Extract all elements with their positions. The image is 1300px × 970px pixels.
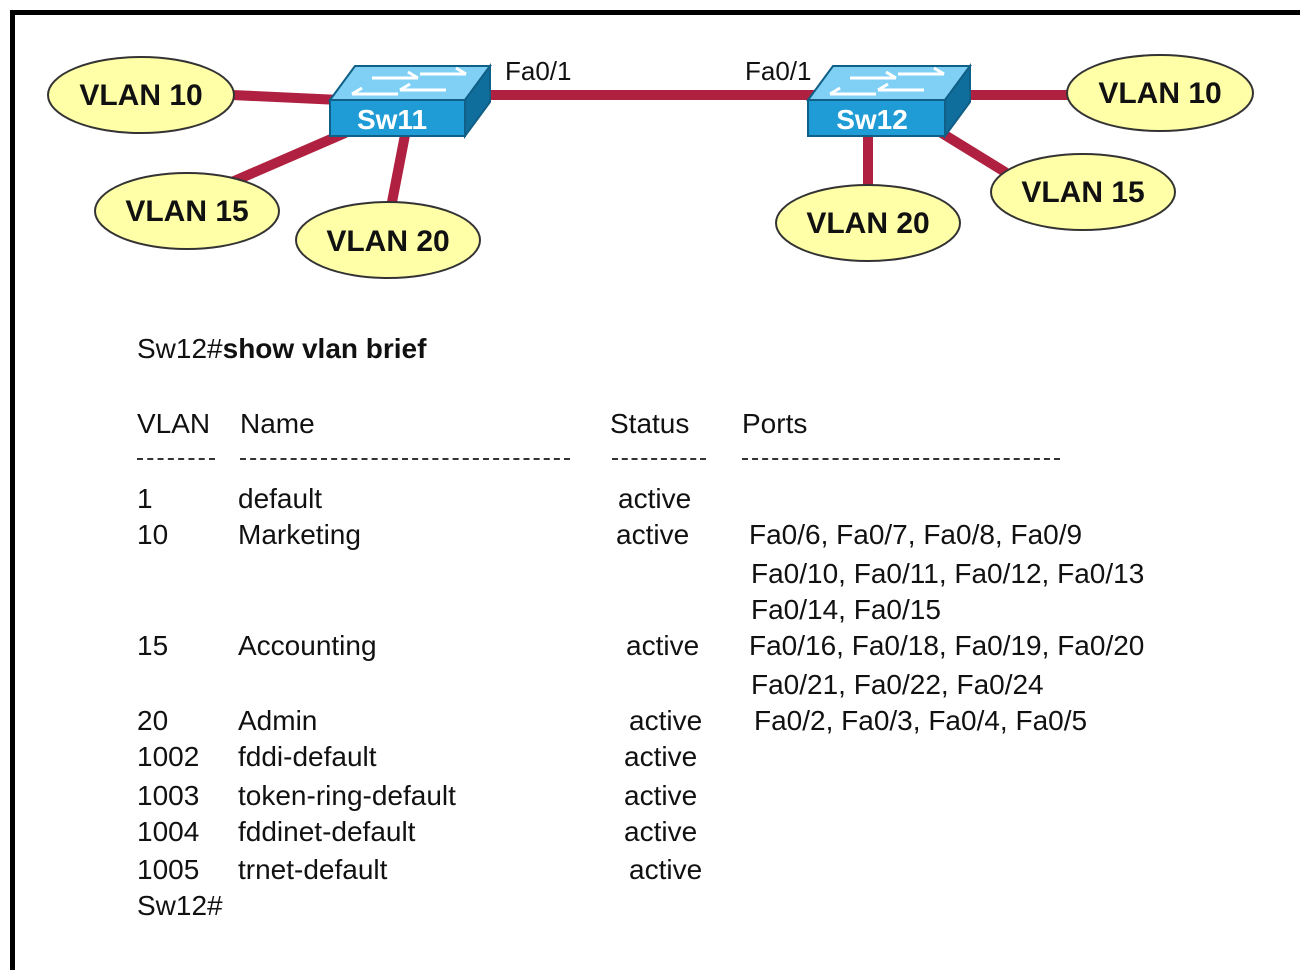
vlan-id: 15 xyxy=(137,630,169,661)
network-topology: Sw11 Sw12 Fa0/1 Fa0/1 VLAN 10 VLAN 15 VL… xyxy=(47,54,1254,279)
vlan-id: 20 xyxy=(137,705,169,736)
cli-end-prompt: Sw12# xyxy=(137,890,223,921)
vlan-id: 1003 xyxy=(137,780,200,811)
switch-arrows-icon xyxy=(351,66,467,96)
vlan-id: 1005 xyxy=(137,854,200,885)
link-sw11-vlan20 xyxy=(387,130,410,207)
vlan-bubble-sw11-10: VLAN 10 xyxy=(47,56,235,134)
vlan-name: Marketing xyxy=(238,519,361,550)
cli-command: show vlan brief xyxy=(222,333,427,364)
vlan-name: fddinet-default xyxy=(238,816,416,847)
vlan-name: fddi-default xyxy=(238,741,377,772)
vlan-ports: Fa0/10, Fa0/11, Fa0/12, Fa0/13 xyxy=(751,558,1145,589)
vlan-bubble-label: VLAN 20 xyxy=(326,225,449,258)
vlan-bubble-label: VLAN 10 xyxy=(1098,77,1221,110)
vlan-ports: Fa0/21, Fa0/22, Fa0/24 xyxy=(751,669,1044,700)
switch-sw12: Sw12 xyxy=(806,62,972,140)
vlan-name: default xyxy=(238,483,323,514)
col-header-status: Status xyxy=(610,408,690,439)
vlan-bubble-sw11-15: VLAN 15 xyxy=(94,172,280,250)
vlan-status: active xyxy=(618,483,692,514)
port-label-sw11-trunk: Fa0/1 xyxy=(505,56,572,86)
link-sw11-vlan10 xyxy=(227,90,345,105)
vlan-bubble-sw11-20: VLAN 20 xyxy=(295,201,481,279)
vlan-ports: Fa0/14, Fa0/15 xyxy=(751,594,941,625)
cli-command-line: Sw12#show vlan brief xyxy=(137,335,426,363)
link-sw12-vlan15 xyxy=(935,127,1010,177)
switch-label: Sw12 xyxy=(836,104,908,135)
col-header-vlan: VLAN xyxy=(137,408,211,439)
port-label-sw12-trunk: Fa0/1 xyxy=(745,56,812,86)
vlan-status: active xyxy=(629,705,703,736)
vlan-bubble-sw12-20: VLAN 20 xyxy=(775,184,961,262)
col-header-name: Name xyxy=(240,408,315,439)
header-underline-ports xyxy=(742,458,1060,460)
vlan-bubble-label: VLAN 20 xyxy=(806,207,929,240)
links xyxy=(220,90,1080,207)
vlan-bubble-sw12-15: VLAN 15 xyxy=(990,153,1176,231)
vlan-status: active xyxy=(626,630,700,661)
vlan-bubble-label: VLAN 15 xyxy=(125,195,248,228)
vlan-status: active xyxy=(624,780,698,811)
vlan-name: Accounting xyxy=(238,630,377,661)
vlan-bubble-label: VLAN 15 xyxy=(1021,176,1144,209)
col-header-ports: Ports xyxy=(742,408,808,439)
switch-label: Sw11 xyxy=(357,104,427,135)
vlan-ports: Fa0/6, Fa0/7, Fa0/8, Fa0/9 xyxy=(749,519,1083,550)
vlan-status: active xyxy=(624,816,698,847)
vlan-status: active xyxy=(616,519,690,550)
vlan-ports: Fa0/16, Fa0/18, Fa0/19, Fa0/20 xyxy=(749,630,1145,661)
cli-prompt: Sw12# xyxy=(137,333,223,364)
header-underline-status xyxy=(612,458,706,460)
header-underline-vlan xyxy=(137,458,215,460)
vlan-name: token-ring-default xyxy=(238,780,456,811)
vlan-status: active xyxy=(629,854,703,885)
switch-arrows-icon xyxy=(829,66,945,96)
vlan-id: 1 xyxy=(137,483,153,514)
vlan-id: 1002 xyxy=(137,741,200,772)
header-underline-name xyxy=(240,458,570,460)
vlan-status: active xyxy=(624,741,698,772)
vlan-bubble-sw12-10: VLAN 10 xyxy=(1066,54,1254,132)
vlan-ports: Fa0/2, Fa0/3, Fa0/4, Fa0/5 xyxy=(754,705,1088,736)
vlan-bubble-label: VLAN 10 xyxy=(79,79,202,112)
vlan-id: 10 xyxy=(137,519,169,550)
switch-sw11: Sw11 xyxy=(328,62,492,140)
link-sw11-vlan15 xyxy=(220,128,350,190)
vlan-id: 1004 xyxy=(137,816,200,847)
vlan-name: trnet-default xyxy=(238,854,388,885)
vlan-name: Admin xyxy=(238,705,318,736)
